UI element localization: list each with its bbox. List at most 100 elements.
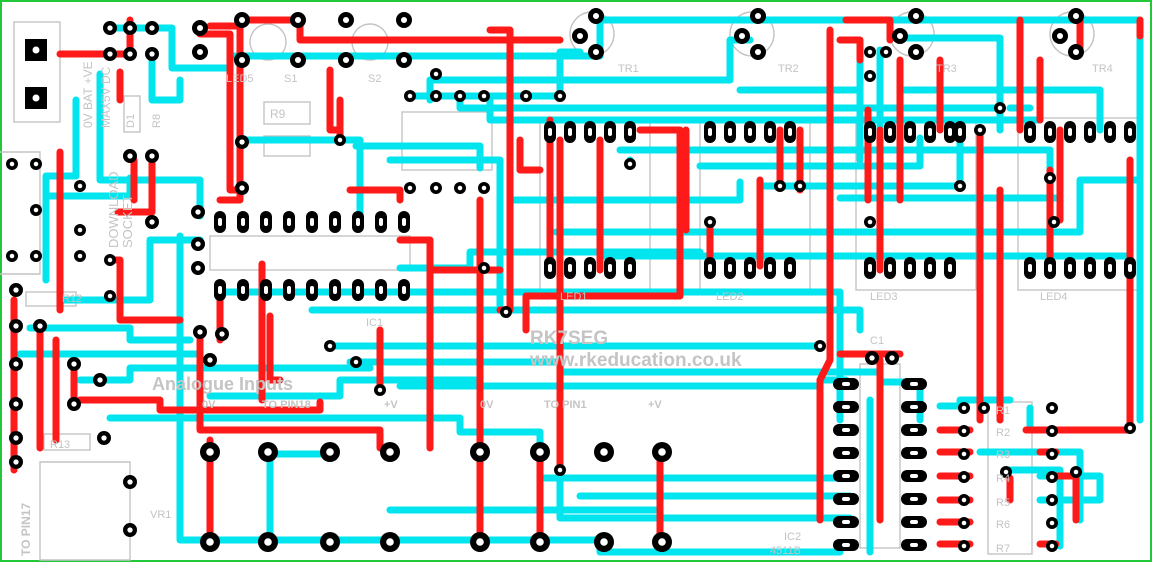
pad-drill-hole bbox=[356, 286, 360, 294]
pad-drill-hole bbox=[476, 448, 484, 456]
pad-drill-hole bbox=[1049, 405, 1055, 411]
c1-label: C1 bbox=[870, 335, 884, 347]
pad-drill-hole bbox=[407, 185, 413, 191]
silkscreen-text: RK7SEG www.rkeducation.co.uk Analogue In… bbox=[19, 61, 1113, 557]
pad-drill-hole bbox=[557, 467, 563, 473]
pad-drill-hole bbox=[1108, 128, 1112, 136]
pad-drill-hole bbox=[548, 264, 552, 272]
tr1-label: TR1 bbox=[618, 63, 639, 75]
pad-drill-hole bbox=[13, 459, 19, 465]
pad-drill-hole bbox=[707, 219, 713, 225]
pad-drill-hole bbox=[241, 218, 245, 226]
pad-drill-hole bbox=[888, 264, 892, 272]
pad-drill-hole bbox=[1108, 264, 1112, 272]
pad-drill-hole bbox=[754, 12, 762, 20]
pad-drill-hole bbox=[1072, 48, 1080, 56]
zero-v-label-2: 0V bbox=[480, 399, 494, 411]
to-pin18-label: TO PIN18 bbox=[262, 399, 311, 411]
pad-drill-hole bbox=[1049, 497, 1055, 503]
power-label: 0V BAT +VE bbox=[81, 61, 95, 128]
pad-drill-hole bbox=[97, 377, 103, 383]
pad-drill-hole bbox=[977, 127, 983, 133]
pad-drill-hole bbox=[1056, 32, 1064, 40]
pad-drill-hole bbox=[1028, 264, 1032, 272]
pad-drill-hole bbox=[219, 331, 225, 337]
pad-drill-hole bbox=[1049, 451, 1055, 457]
pad-drill-hole bbox=[867, 49, 873, 55]
pad-drill-hole bbox=[9, 253, 15, 259]
pad-drill-hole bbox=[754, 48, 762, 56]
pad-drill-hole bbox=[433, 93, 439, 99]
ic2-part-label: 4511B bbox=[770, 545, 801, 557]
pad-drill-hole bbox=[127, 51, 133, 57]
pad-drill-hole bbox=[207, 357, 213, 363]
pad-drill-hole bbox=[588, 128, 592, 136]
pad-drill-hole bbox=[310, 286, 314, 294]
pad-drill-hole bbox=[588, 264, 592, 272]
s2-label: S2 bbox=[368, 73, 381, 85]
pad-drill-hole bbox=[379, 218, 383, 226]
download-label: DOWNLOAD bbox=[106, 171, 121, 248]
pad-drill-hole bbox=[107, 51, 113, 57]
led4-label: LED4 bbox=[1040, 291, 1068, 303]
pad-drill-hole bbox=[32, 94, 40, 102]
r3-label: R3 bbox=[996, 449, 1010, 461]
pad-drill-hole bbox=[13, 323, 19, 329]
pad-drill-hole bbox=[353, 359, 359, 365]
pad-drill-hole bbox=[908, 128, 912, 136]
pad-drill-hole bbox=[912, 48, 920, 56]
pad-drill-hole bbox=[910, 382, 918, 386]
pad-drill-hole bbox=[728, 128, 732, 136]
pad-drill-hole bbox=[557, 93, 563, 99]
pad-drill-hole bbox=[386, 448, 394, 456]
pad-drill-hole bbox=[788, 128, 792, 136]
pad-drill-hole bbox=[961, 428, 967, 434]
pad-drill-hole bbox=[548, 128, 552, 136]
pad-drill-hole bbox=[197, 329, 203, 335]
pad-drill-hole bbox=[868, 128, 872, 136]
to-pin1-label: TO PIN1 bbox=[544, 399, 587, 411]
pad-drill-hole bbox=[627, 161, 633, 167]
pad-drill-hole bbox=[77, 183, 83, 189]
pad-drill-hole bbox=[592, 12, 600, 20]
pad-drill-hole bbox=[287, 218, 291, 226]
pad-drill-hole bbox=[327, 343, 333, 349]
pad-drill-hole bbox=[71, 401, 77, 407]
pad-drill-hole bbox=[457, 185, 463, 191]
pad-drill-hole bbox=[768, 128, 772, 136]
pad-drill-hole bbox=[868, 264, 872, 272]
pad-drill-hole bbox=[287, 286, 291, 294]
pad-drill-hole bbox=[400, 56, 408, 64]
pad-drill-hole bbox=[342, 56, 350, 64]
pad-drill-hole bbox=[1048, 128, 1052, 136]
r2-label: R2 bbox=[996, 427, 1010, 439]
pad-drill-hole bbox=[568, 264, 572, 272]
pad-drill-hole bbox=[1028, 128, 1032, 136]
tr2-label: TR2 bbox=[778, 63, 799, 75]
pad-drill-hole bbox=[400, 16, 408, 24]
tr3-label: TR3 bbox=[936, 63, 957, 75]
pad-drill-hole bbox=[13, 361, 19, 367]
pad-drill-hole bbox=[218, 218, 222, 226]
pad-drill-hole bbox=[77, 253, 83, 259]
pad-drill-hole bbox=[294, 56, 302, 64]
pad-drill-hole bbox=[503, 309, 509, 315]
r4-label: R4 bbox=[996, 473, 1010, 485]
pad-drill-hole bbox=[196, 24, 204, 32]
pad-drill-hole bbox=[708, 128, 712, 136]
pad-drill-hole bbox=[310, 218, 314, 226]
pad-drill-hole bbox=[1047, 175, 1053, 181]
pad-drill-hole bbox=[948, 264, 952, 272]
top-layer-tracks bbox=[16, 16, 1144, 556]
analogue-inputs-label: Analogue Inputs bbox=[152, 374, 293, 394]
component-pads bbox=[6, 8, 1136, 552]
pad-drill-hole bbox=[13, 435, 19, 441]
pad-drill-hole bbox=[107, 293, 113, 299]
pad-drill-hole bbox=[264, 218, 268, 226]
r1-label: R1 bbox=[996, 405, 1010, 417]
pad-drill-hole bbox=[333, 286, 337, 294]
pad-drill-hole bbox=[1088, 128, 1092, 136]
pad-drill-hole bbox=[206, 448, 214, 456]
pad-drill-hole bbox=[195, 241, 201, 247]
